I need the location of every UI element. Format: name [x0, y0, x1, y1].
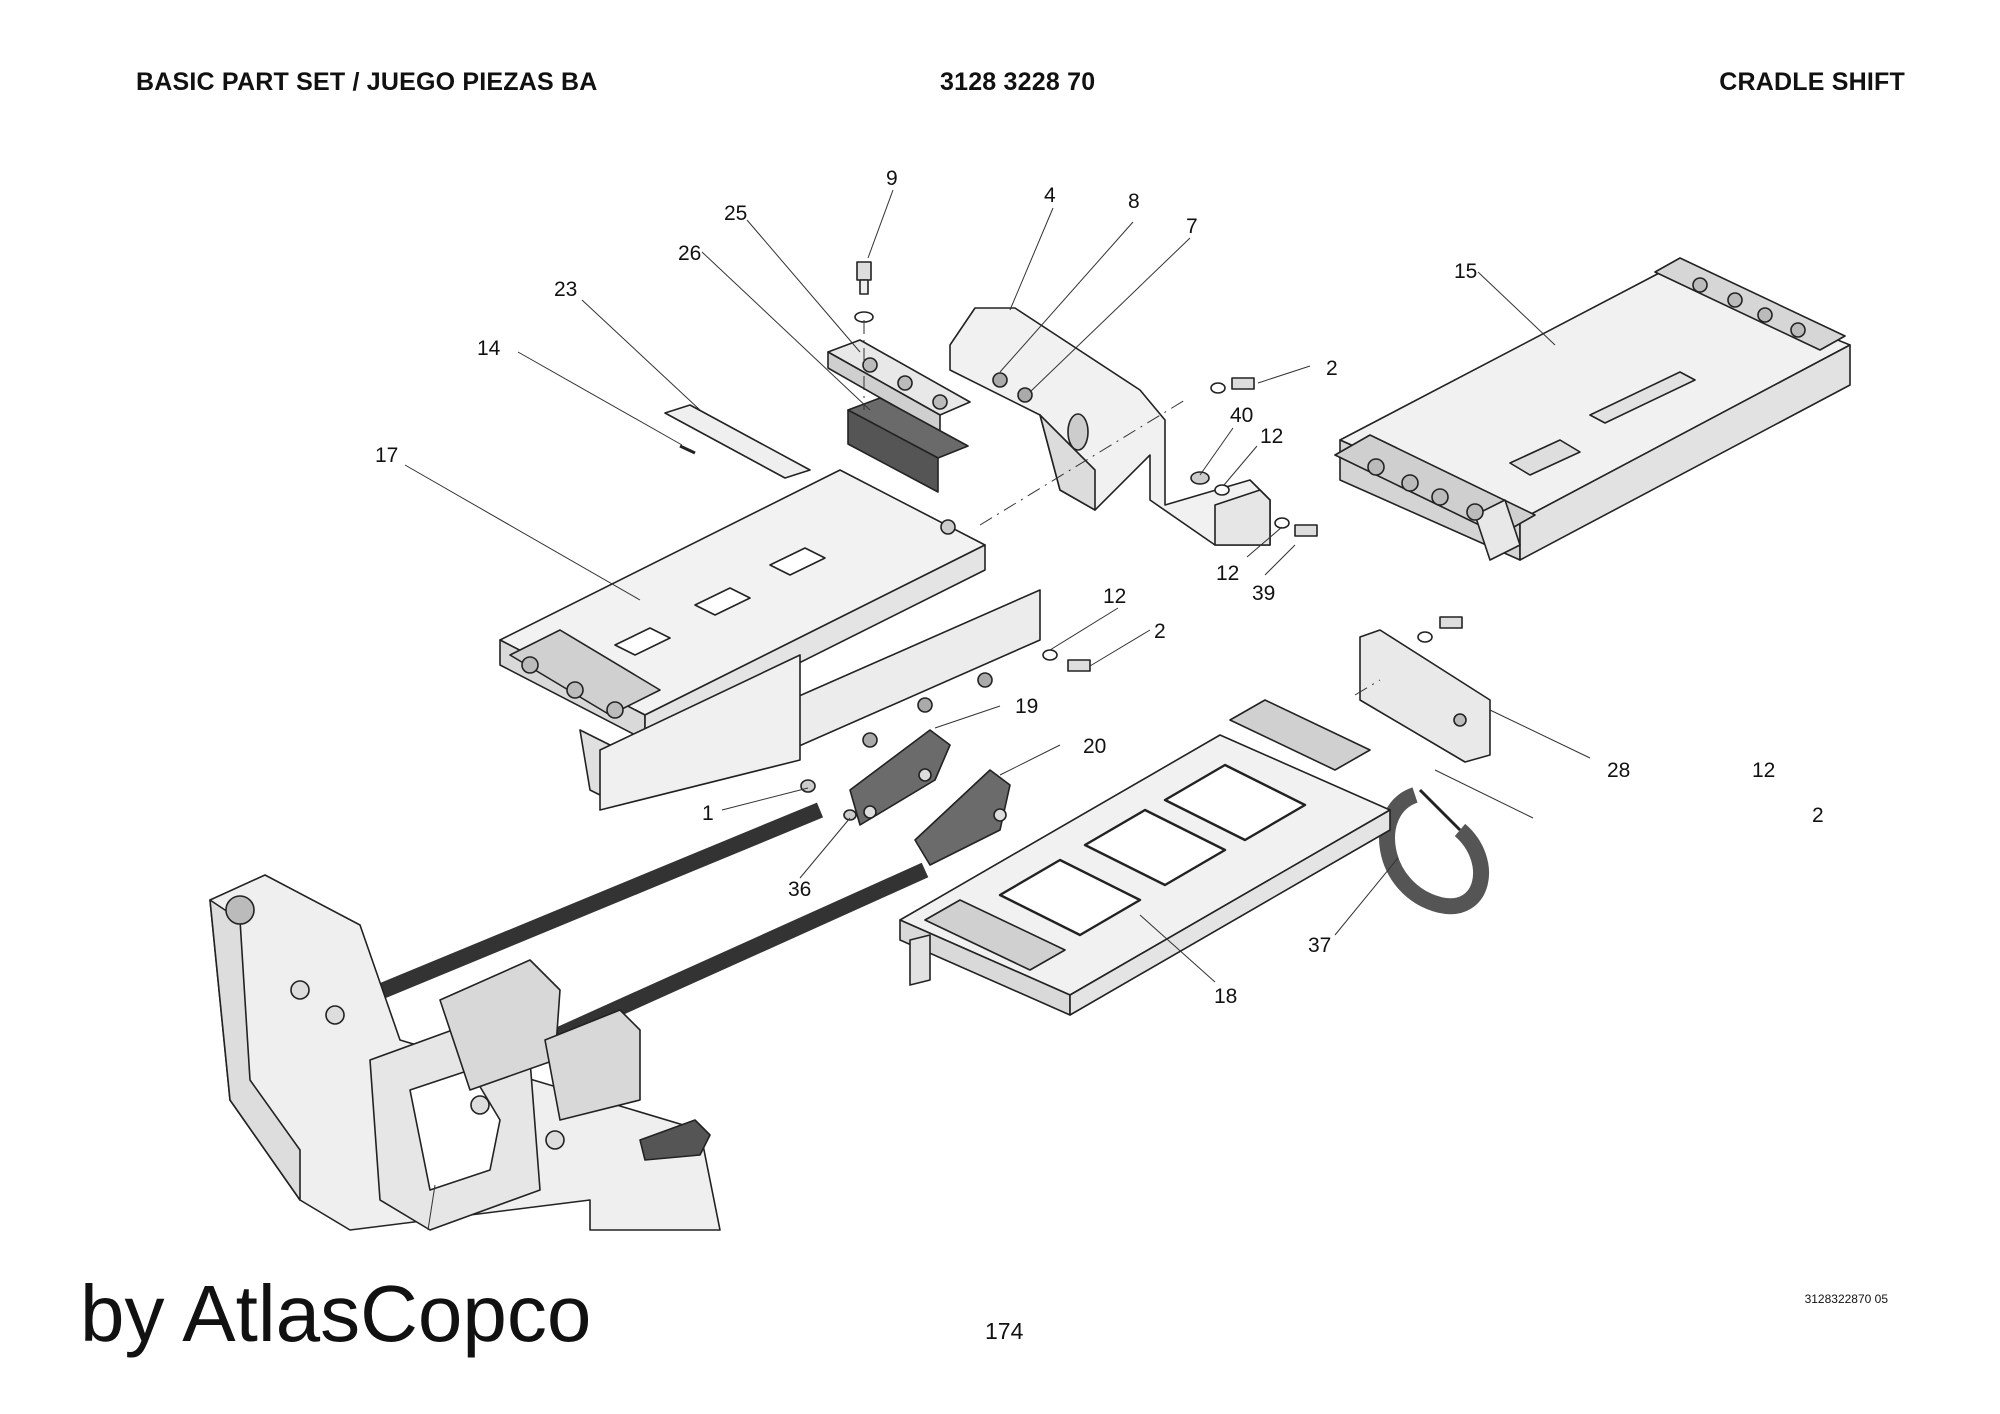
part-18-lower-cradle-frame [899, 699, 1391, 1016]
callout-2-middle: 2 [1154, 620, 1166, 643]
callout-2-upper: 2 [1326, 357, 1338, 380]
header-part-number: 3128 3228 70 [940, 68, 1096, 96]
callout-7: 7 [1186, 215, 1198, 238]
callout-17: 17 [375, 444, 398, 467]
part-28-side-plate [1359, 629, 1491, 763]
callout-28: 28 [1607, 759, 1630, 782]
callout-39: 39 [1252, 582, 1275, 605]
part-14-pin [679, 444, 696, 455]
callout-12-upper: 12 [1260, 425, 1283, 448]
part-23-strip [664, 404, 811, 479]
callout-25: 25 [724, 202, 747, 225]
callout-12-right: 12 [1752, 759, 1775, 782]
callout-8: 8 [1128, 190, 1140, 213]
alignment-lines [863, 320, 1381, 696]
callout-1: 1 [702, 802, 714, 825]
leader-lines [404, 189, 1591, 1231]
header-assembly-name: CRADLE SHIFT [1719, 68, 1905, 96]
callout-18: 18 [1214, 985, 1237, 1008]
callout-12-middle: 12 [1103, 585, 1126, 608]
callout-15: 15 [1454, 260, 1477, 283]
callout-4: 4 [1044, 184, 1056, 207]
callout-23: 23 [554, 278, 577, 301]
part-4-bracket [949, 307, 1271, 546]
callout-36: 36 [788, 878, 811, 901]
part-9-bolt [854, 261, 874, 323]
callout-26: 26 [678, 242, 701, 265]
callout-37: 37 [1308, 934, 1331, 957]
callout-12-lower-left: 12 [1216, 562, 1239, 585]
header-part-set-title: BASIC PART SET / JUEGO PIEZAS BA [136, 68, 598, 96]
hardware-fasteners [800, 377, 1463, 821]
callout-2-right: 2 [1812, 804, 1824, 827]
part-20-guide-block [914, 769, 1011, 866]
document-code: 3128322870 05 [1804, 1292, 1888, 1306]
page-number: 174 [985, 1318, 1024, 1344]
base-frame [209, 874, 721, 1231]
callout-40: 40 [1230, 404, 1253, 427]
callout-19: 19 [1015, 695, 1038, 718]
callout-20: 20 [1083, 735, 1106, 758]
brand-label: by AtlasCopco [80, 1269, 592, 1358]
part-19-guide-block [849, 729, 951, 826]
part-37-strap [1379, 787, 1489, 915]
callout-9: 9 [886, 167, 898, 190]
callout-labels: 9 4 8 7 25 26 23 14 17 15 2 40 12 12 39 … [375, 167, 1824, 1008]
part-17-upper-cradle-plate [499, 469, 1041, 811]
callout-14: 14 [477, 337, 501, 360]
part-26-shim-stack [847, 397, 969, 493]
part-15-upper-carriage [1334, 257, 1851, 561]
